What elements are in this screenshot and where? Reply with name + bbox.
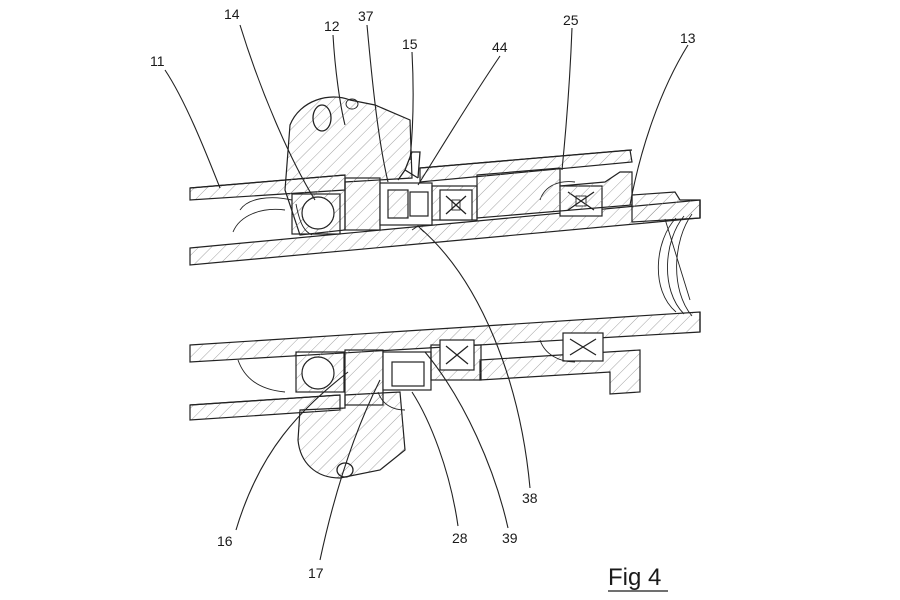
ref-12: 12 xyxy=(324,18,340,34)
ref-38: 38 xyxy=(522,490,538,506)
housing-25-upper xyxy=(476,167,701,223)
ref-13: 13 xyxy=(680,30,696,46)
figure-title-text: Fig 4 xyxy=(608,564,661,591)
roller-bearing-upper-1 xyxy=(439,189,473,221)
leader-lines xyxy=(164,24,689,561)
ref-39: 39 xyxy=(502,530,518,546)
roller-bearing-lower-1 xyxy=(439,339,475,371)
ref-17: 17 xyxy=(308,565,324,581)
ball-bearing-upper xyxy=(291,193,341,236)
roller-bearing-lower-2 xyxy=(539,332,604,363)
reference-labels: 11 14 12 37 15 44 25 13 38 16 17 28 39 xyxy=(150,6,696,581)
ref-37: 37 xyxy=(358,8,374,24)
ball-bearing-lower xyxy=(295,351,345,393)
figure-title: Fig 4 xyxy=(608,564,668,592)
ref-44: 44 xyxy=(492,39,508,55)
ref-14: 14 xyxy=(224,6,240,22)
ref-16: 16 xyxy=(217,533,233,549)
ref-28: 28 xyxy=(452,530,468,546)
housing-boss-lower xyxy=(237,359,406,479)
ref-25: 25 xyxy=(563,12,579,28)
inner-shaft xyxy=(189,199,701,363)
ref-15: 15 xyxy=(402,36,418,52)
ref-11: 11 xyxy=(150,53,165,69)
